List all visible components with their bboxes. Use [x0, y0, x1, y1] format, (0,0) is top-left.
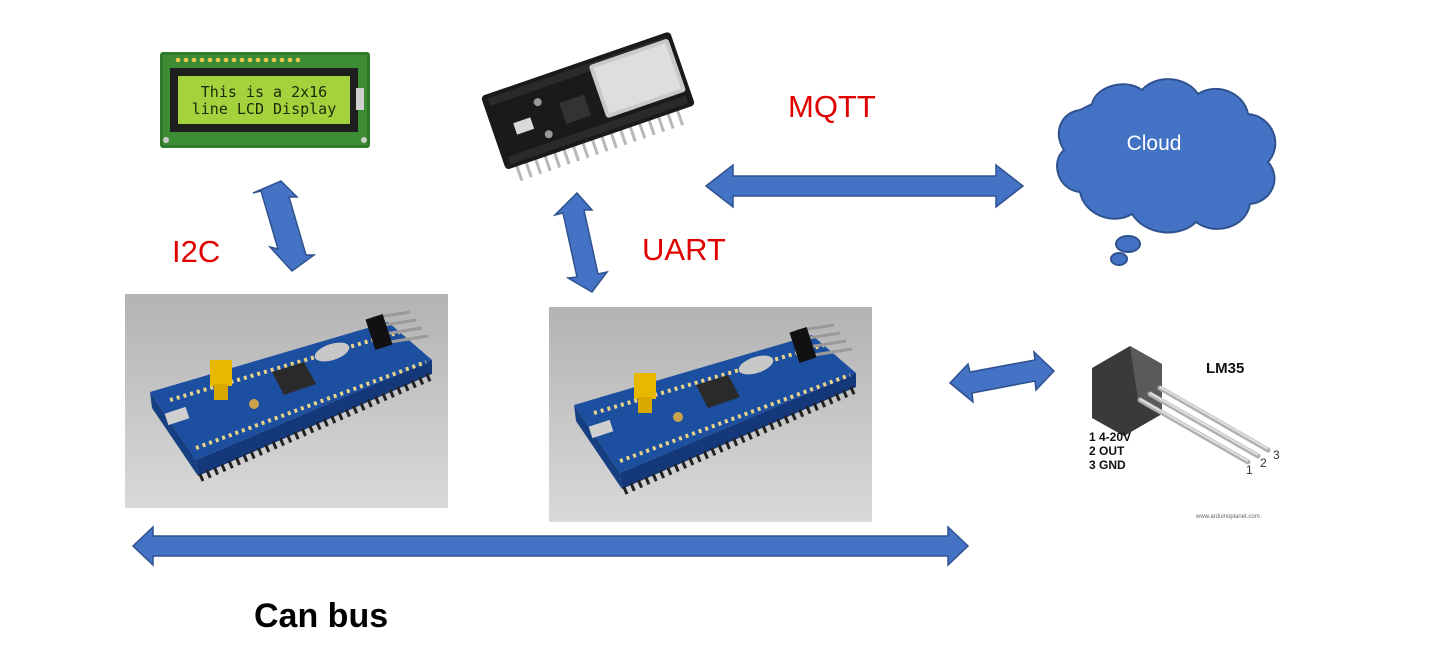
lm35-title: LM35 [1206, 360, 1244, 377]
uart-arrow [552, 191, 609, 293]
lm35-pin-2-label: 2 OUT [1089, 444, 1125, 458]
stm32-board-icon [125, 294, 448, 508]
lm35-sensor-icon [1082, 340, 1300, 520]
lm35-pin-number-3: 3 [1273, 448, 1280, 462]
sensor-arrow [948, 350, 1056, 404]
i2c-arrow [252, 180, 317, 273]
lm35-pin-number-2: 2 [1260, 456, 1267, 470]
lcd-line-2: line LCD Display [192, 100, 337, 118]
mqtt-label: MQTT [788, 89, 876, 124]
lm35-pin-number-1: 1 [1246, 463, 1253, 477]
esp32-board-icon [481, 32, 695, 182]
i2c-label: I2C [172, 234, 221, 269]
can-bus-arrow [131, 525, 970, 567]
lm35-pin-3-label: 3 GND [1089, 458, 1126, 472]
lcd-line-1: This is a 2x16 [201, 83, 327, 101]
uart-label: UART [642, 232, 726, 267]
lm35-pin-1-label: 1 4-20V [1089, 430, 1131, 444]
lm35-credit: www.arduinoplanet.com [1195, 514, 1260, 520]
stm32-board-icon [549, 307, 872, 522]
lcd-module-icon [160, 52, 370, 148]
cloud-label: Cloud [1127, 132, 1182, 155]
cloud-icon [1056, 78, 1277, 266]
mqtt-arrow [704, 163, 1025, 209]
can-bus-label: Can bus [254, 597, 389, 635]
